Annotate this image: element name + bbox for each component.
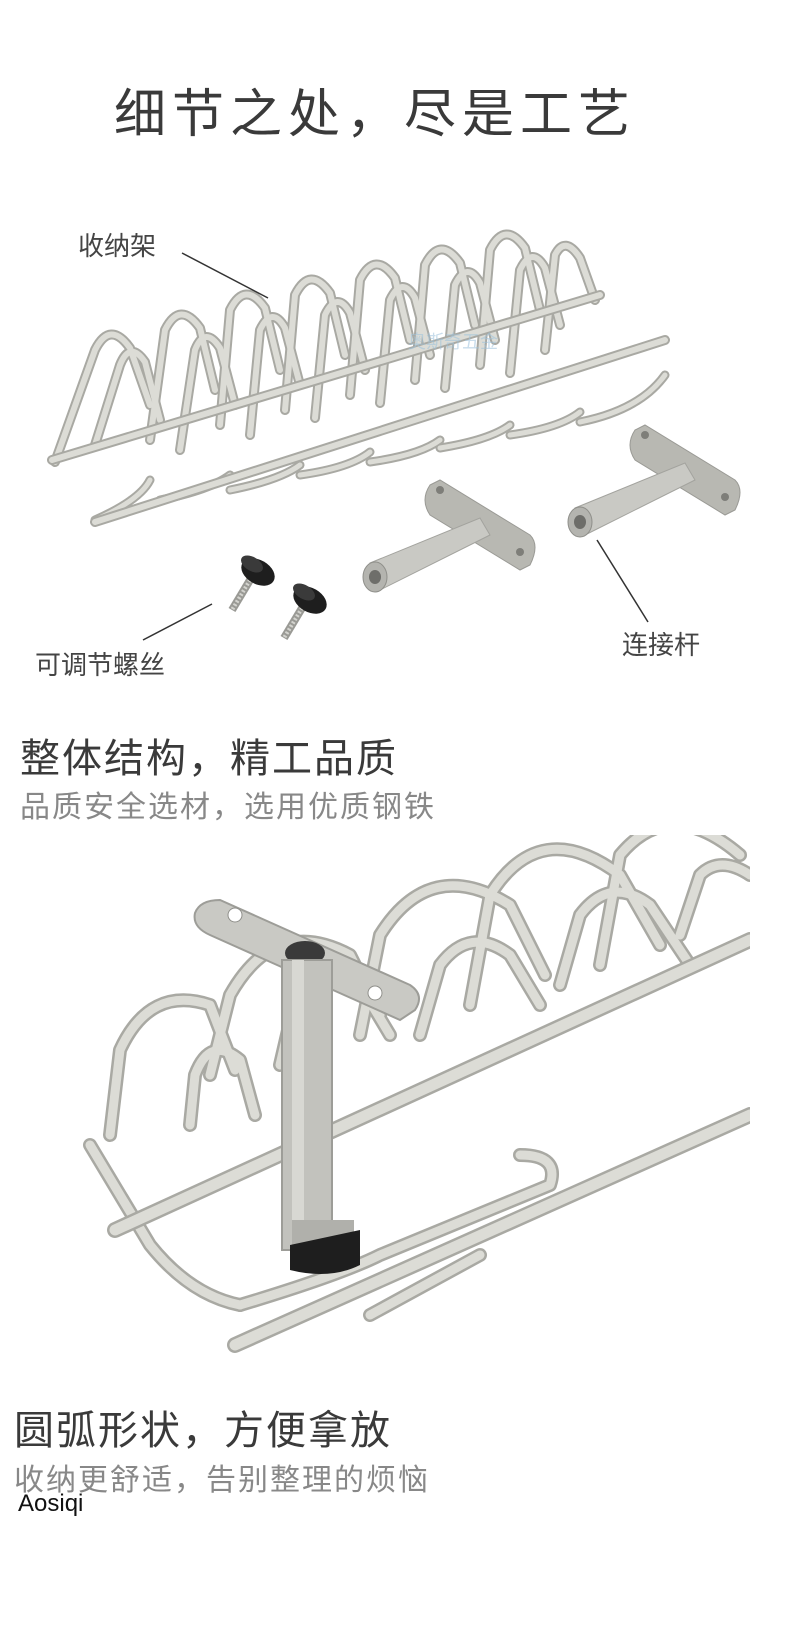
section-subtext-material: 品质安全选材，选用优质钢铁 — [20, 790, 436, 825]
rack-callout-label: 收纳架 — [78, 232, 157, 262]
watermark-text: 奥斯奇五金 — [408, 332, 498, 353]
section-subtext-convenience: 收纳更舒适，告别整理的烦恼 — [14, 1463, 430, 1498]
mounting-rod — [193, 898, 420, 1274]
screw-callout-label: 可调节螺丝 — [35, 651, 166, 681]
adjustable-screw-2 — [280, 583, 327, 641]
adjustable-screw-1 — [228, 555, 275, 613]
rod-callout-label: 连接杆 — [622, 631, 701, 661]
section-heading-structure: 整体结构，精工品质 — [20, 736, 398, 782]
product-parts-figure: 收纳架 可调节螺丝 连接杆 奥斯奇五金 — [0, 190, 790, 690]
page-title: 细节之处，尽是工艺 — [113, 85, 636, 145]
section-heading-arc-shape: 圆弧形状，方便拿放 — [14, 1408, 392, 1454]
connecting-rod-left — [362, 479, 536, 593]
connecting-rod-right — [567, 424, 741, 538]
wire-rack-image — [47, 229, 741, 641]
brand-name: Aosiqi — [18, 1490, 84, 1517]
rack-closeup-image — [83, 835, 750, 1353]
